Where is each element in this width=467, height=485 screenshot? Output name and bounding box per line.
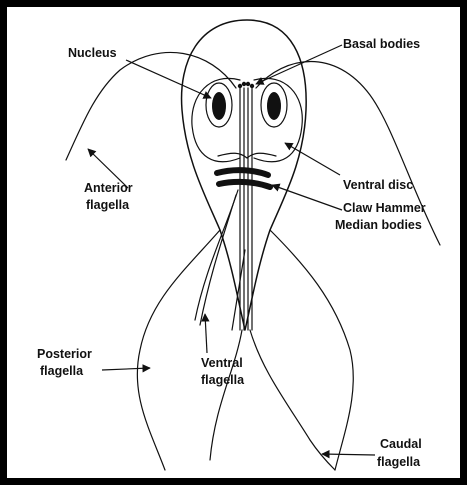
label-nucleus: Nucleus <box>68 46 117 60</box>
pointer-ventral-flagella <box>205 314 207 353</box>
label-caudal-line1: Caudal <box>380 437 422 451</box>
caudal-flagellum-left <box>210 330 242 460</box>
pointer-caudal-flagella <box>322 454 375 455</box>
label-anterior-line1: Anterior <box>84 181 133 195</box>
nucleus-left <box>206 83 232 127</box>
pointer-ventral-disc <box>285 143 340 175</box>
label-ventral-disc: Ventral disc <box>343 178 413 192</box>
pointer-claw-hammer <box>272 185 342 210</box>
label-ventral-flagella-line2: flagella <box>201 373 245 387</box>
posterior-flagellum-left <box>137 230 220 470</box>
label-anterior-line2: flagella <box>86 198 130 212</box>
label-posterior-line1: Posterior <box>37 347 92 361</box>
nucleus-right <box>261 83 287 127</box>
label-basal-bodies: Basal bodies <box>343 37 420 51</box>
ventral-flagellum-b <box>200 195 236 325</box>
label-caudal-line2: flagella <box>377 455 421 469</box>
ventral-disc-notch <box>218 153 276 158</box>
posterior-flagellum-right <box>270 230 353 470</box>
label-ventral-flagella-line1: Ventral <box>201 356 243 370</box>
diagram-border <box>4 4 464 482</box>
label-posterior-line2: flagella <box>40 364 84 378</box>
pointer-posterior-flagella <box>102 368 150 370</box>
basal-bodies <box>238 82 254 88</box>
label-claw-line2: Median bodies <box>335 218 422 232</box>
caudal-flagellum-right <box>250 330 335 470</box>
pointer-nucleus <box>126 60 211 98</box>
label-claw-line1: Claw Hammer <box>343 201 426 215</box>
